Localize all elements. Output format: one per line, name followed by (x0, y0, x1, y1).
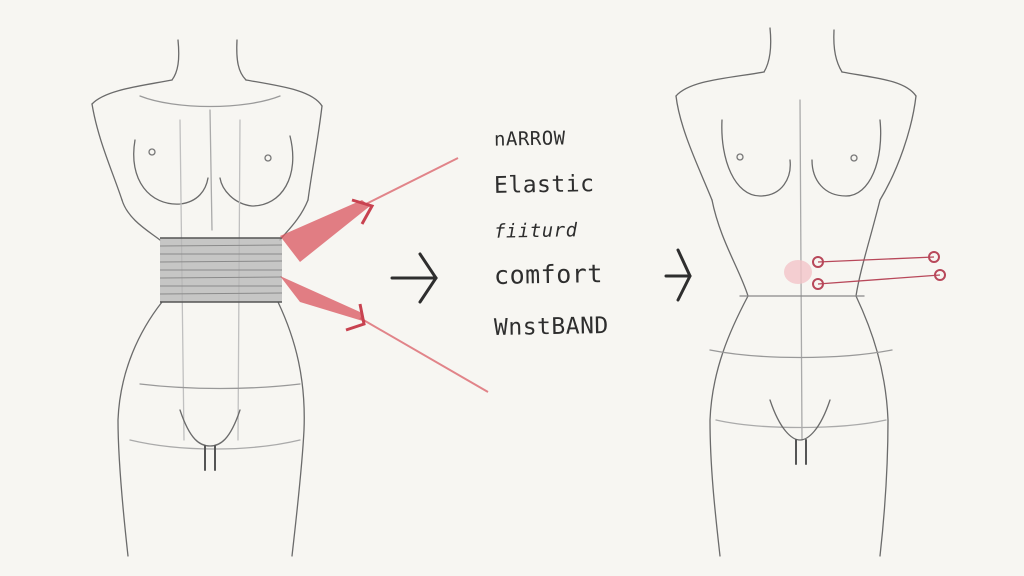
transition-arrow-left (390, 252, 438, 304)
red-expansion-arrows (280, 157, 489, 393)
right-torso-figure (675, 27, 917, 557)
note-line-narrow: nARROW (493, 127, 566, 151)
note-line-fitted: fiiturd (493, 219, 578, 243)
left-waistband (159, 237, 283, 303)
note-line-waistband: WnstBAND (493, 313, 609, 341)
note-line-comfort: comfort (493, 259, 604, 290)
note-line-elastic: Elastic (493, 171, 595, 199)
right-waist-markers (784, 251, 946, 290)
transition-arrow-right (664, 248, 692, 302)
